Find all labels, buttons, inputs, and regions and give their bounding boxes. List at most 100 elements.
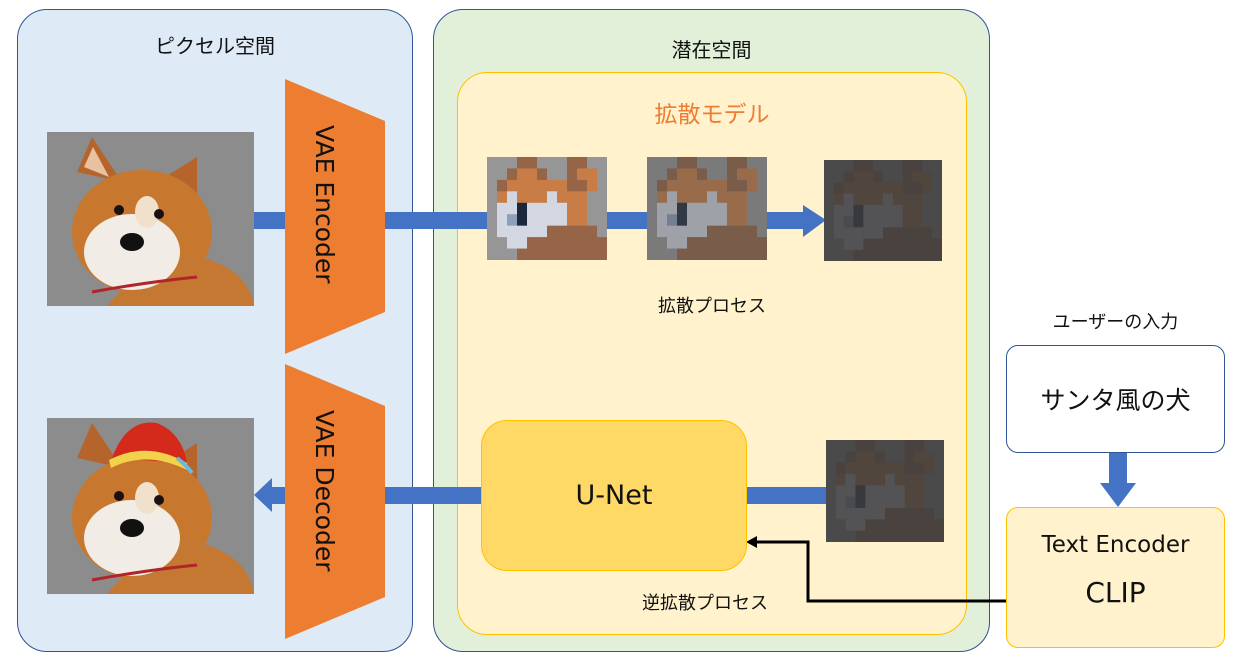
latent-pixel [507, 168, 518, 181]
latent-pixel [824, 204, 835, 217]
latent-pixel [865, 530, 876, 542]
latent-pixel [587, 237, 598, 250]
latent-pixel [833, 238, 845, 251]
latent-pixel [557, 179, 568, 192]
latent-pixel [824, 193, 835, 206]
latent-pixel [667, 202, 678, 215]
latent-pixel [934, 451, 944, 464]
latent-pixel [757, 157, 767, 169]
latent-pixel [922, 204, 933, 217]
latent-pixel [865, 440, 876, 452]
latent-pixel [873, 227, 884, 240]
latent-pixel [697, 248, 708, 260]
latent-pixel [833, 227, 845, 240]
latent-pixel [912, 160, 923, 172]
latent-pixel [883, 227, 894, 240]
latent-pixel [487, 225, 498, 238]
latent-pixel [826, 474, 837, 486]
latent-pixel [885, 474, 896, 486]
latent-pixel [707, 248, 718, 260]
latent-pixel [912, 238, 923, 251]
latent-pixel [826, 530, 837, 542]
latent-pixel [527, 179, 538, 192]
latent-pixel [892, 193, 904, 206]
latent-pixel [934, 519, 944, 532]
latent-pixel [914, 496, 925, 509]
latent-pixel [865, 519, 876, 532]
latent-pixel [657, 202, 668, 215]
latent-pixel [845, 474, 856, 486]
latent-pixel [727, 237, 738, 250]
latent-pixel [875, 496, 886, 509]
latent-pixel [865, 474, 876, 486]
latent-pixel [924, 519, 935, 532]
latent-pixel [914, 451, 925, 464]
latent-pixel [697, 157, 708, 169]
latent-pixel [587, 191, 598, 204]
latent-pixel [557, 191, 568, 204]
latent-pixel [873, 238, 884, 251]
latent-pixel [527, 168, 538, 181]
latent-pixel [677, 214, 688, 227]
latent-pixel [824, 227, 835, 240]
latent-pixel [824, 216, 835, 228]
latent-pixel [835, 530, 847, 542]
user-input-heading: ユーザーの入力 [1052, 312, 1179, 333]
latent-pixel [587, 157, 598, 169]
latent-pixel [697, 202, 708, 215]
latent-pixel [587, 225, 598, 238]
latent-pixel [865, 462, 876, 475]
latent-pixel [875, 485, 886, 498]
latent-pixel [835, 485, 847, 498]
output-dog-image [47, 418, 254, 594]
latent-pixel [826, 440, 837, 452]
latent-pixel [835, 508, 847, 520]
latent-pixel [677, 191, 688, 204]
latent-pixel [557, 237, 568, 250]
latent-pixel [587, 168, 598, 181]
latent-pixel [577, 157, 588, 169]
latent-pixel [557, 225, 568, 238]
latent-pixel [737, 214, 748, 227]
latent-pixel [875, 530, 886, 542]
latent-pixel [577, 225, 588, 238]
input-dog-image [47, 132, 254, 306]
unet-input-noise-image [826, 440, 944, 542]
latent-pixel [875, 519, 886, 532]
latent-pixel [924, 462, 935, 475]
latent-pixel [902, 160, 913, 172]
latent-pixel [833, 249, 845, 261]
latent-pixel [657, 225, 668, 238]
latent-pixel [677, 202, 688, 215]
latent-pixel [487, 157, 498, 169]
arrow-decoder-to-dog-head [254, 478, 272, 512]
latent-pixel [853, 238, 864, 251]
latent-pixel [883, 160, 894, 172]
latent-pixel [747, 225, 758, 238]
latent-pixel [527, 191, 538, 204]
latent-pixel [853, 227, 864, 240]
latent-pixel [687, 237, 698, 250]
latent-pixel [892, 227, 904, 240]
latent-pixel [687, 214, 698, 227]
latent-pixel [853, 171, 864, 183]
latent-pixel [657, 248, 668, 260]
latent-pixel [567, 237, 578, 250]
latent-pixel [845, 440, 856, 452]
latent-pixel [567, 202, 578, 215]
latent-pixel [697, 179, 708, 192]
latent-space-title: 潜在空間 [671, 38, 752, 62]
latent-pixel [894, 440, 906, 452]
latent-pixel [932, 249, 942, 261]
latent-pixel [667, 225, 678, 238]
latent-pixel [577, 168, 588, 181]
latent-pixel [883, 238, 894, 251]
text-encoder-box: Text Encoder CLIP [1006, 507, 1225, 648]
arrow-input-to-encoder-shaft [1109, 453, 1127, 483]
latent-pixel [717, 225, 728, 238]
latent-pixel [835, 474, 847, 486]
arrow-noise-to-unet [747, 487, 827, 504]
latent-pixel [843, 204, 854, 217]
latent-pixel [647, 157, 658, 169]
